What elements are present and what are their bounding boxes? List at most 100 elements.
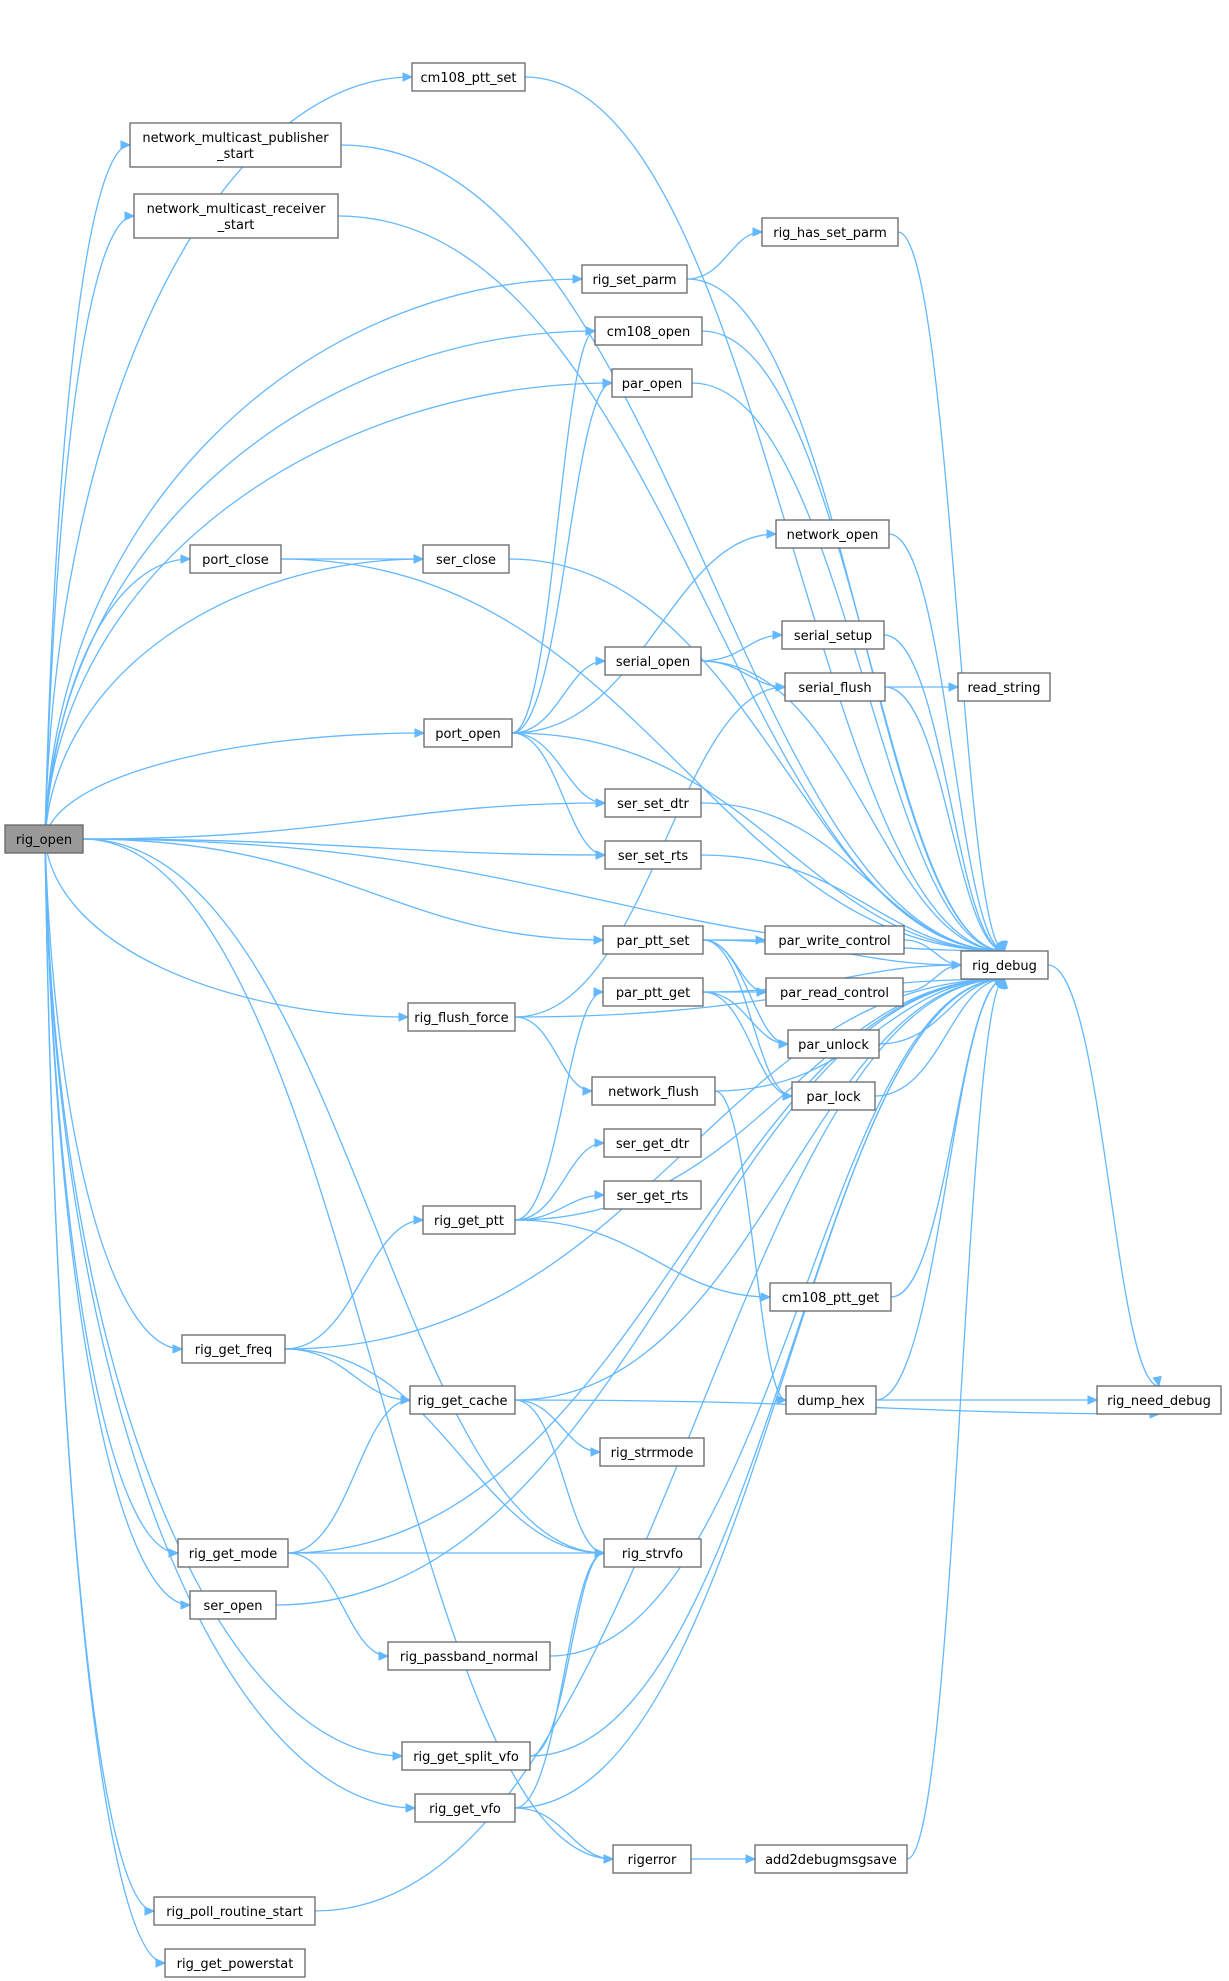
- node-rig-get-powerstat[interactable]: rig_get_powerstat: [164, 1948, 306, 1978]
- node-box[interactable]: [604, 840, 702, 870]
- node-box[interactable]: [387, 1641, 551, 1671]
- edge-rig_get_freq-to-rig_debug: [284, 978, 1005, 1350]
- node-box[interactable]: [1096, 1385, 1222, 1415]
- node-rig-has-set-parm[interactable]: rig_has_set_parm: [761, 217, 899, 247]
- node-box[interactable]: [791, 1081, 876, 1111]
- node-box[interactable]: [604, 646, 702, 676]
- node-box[interactable]: [602, 925, 704, 955]
- node-port-close[interactable]: port_close: [189, 544, 282, 574]
- node-rig-get-vfo[interactable]: rig_get_vfo: [414, 1793, 516, 1823]
- node-box[interactable]: [129, 122, 342, 168]
- node-box[interactable]: [411, 62, 526, 92]
- node-box[interactable]: [409, 1385, 516, 1415]
- node-network-flush[interactable]: network_flush: [591, 1076, 716, 1106]
- node-box[interactable]: [602, 977, 704, 1007]
- node-nmp[interactable]: network_multicast_publisher_start: [129, 122, 342, 168]
- node-ser-set-rts[interactable]: ser_set_rts: [604, 840, 702, 870]
- node-box[interactable]: [787, 1029, 880, 1059]
- node-box[interactable]: [775, 519, 890, 549]
- node-box[interactable]: [591, 1076, 716, 1106]
- node-box[interactable]: [754, 1844, 908, 1874]
- node-rig-need-debug[interactable]: rig_need_debug: [1096, 1385, 1222, 1415]
- edge-par_ptt_get-to-par_lock: [702, 991, 793, 1097]
- edge-rig_flush_force-to-rig_debug: [514, 978, 1005, 1018]
- node-serial-open[interactable]: serial_open: [604, 646, 702, 676]
- arrowhead-serial_setup: [772, 630, 784, 640]
- node-ser-set-dtr[interactable]: ser_set_dtr: [604, 788, 702, 818]
- node-box[interactable]: [164, 1948, 306, 1978]
- node-ser-get-dtr[interactable]: ser_get_dtr: [603, 1128, 702, 1158]
- node-rig-get-cache[interactable]: rig_get_cache: [409, 1385, 516, 1415]
- node-box[interactable]: [960, 950, 1049, 980]
- node-box[interactable]: [414, 1793, 516, 1823]
- node-par-write-control[interactable]: par_write_control: [764, 925, 905, 955]
- node-box[interactable]: [611, 368, 693, 398]
- node-box[interactable]: [765, 977, 904, 1007]
- node-box[interactable]: [423, 718, 513, 748]
- node-rig-strvfo[interactable]: rig_strvfo: [603, 1538, 702, 1568]
- node-rig-get-freq[interactable]: rig_get_freq: [181, 1334, 286, 1364]
- node-label: network_flush: [608, 1085, 699, 1100]
- node-box[interactable]: [189, 1590, 277, 1620]
- node-box[interactable]: [153, 1896, 316, 1926]
- node-rig-poll-routine-start[interactable]: rig_poll_routine_start: [153, 1896, 316, 1926]
- node-par-ptt-set[interactable]: par_ptt_set: [602, 925, 704, 955]
- node-ser-open[interactable]: ser_open: [189, 1590, 277, 1620]
- node-box[interactable]: [599, 1437, 705, 1467]
- node-cm108-open[interactable]: cm108_open: [594, 316, 703, 346]
- node-rig-debug[interactable]: rig_debug: [960, 950, 1049, 980]
- node-box[interactable]: [581, 264, 688, 294]
- node-ser-close[interactable]: ser_close: [422, 544, 510, 574]
- node-rig-open[interactable]: rig_open: [4, 824, 84, 854]
- node-rig-set-parm[interactable]: rig_set_parm: [581, 264, 688, 294]
- node-network-open[interactable]: network_open: [775, 519, 890, 549]
- node-port-open[interactable]: port_open: [423, 718, 513, 748]
- node-box[interactable]: [177, 1538, 289, 1568]
- node-box[interactable]: [407, 1002, 516, 1032]
- node-rig-passband-normal[interactable]: rig_passband_normal: [387, 1641, 551, 1671]
- node-box[interactable]: [785, 1385, 877, 1415]
- node-par-lock[interactable]: par_lock: [791, 1081, 876, 1111]
- node-par-ptt-get[interactable]: par_ptt_get: [602, 977, 704, 1007]
- edge-rig_get_ptt-to-par_ptt_get: [514, 991, 604, 1221]
- node-box[interactable]: [761, 217, 899, 247]
- node-box[interactable]: [422, 1205, 516, 1235]
- node-box[interactable]: [604, 788, 702, 818]
- node-rig-get-ptt[interactable]: rig_get_ptt: [422, 1205, 516, 1235]
- node-rig-flush-force[interactable]: rig_flush_force: [407, 1002, 516, 1032]
- node-box[interactable]: [4, 824, 84, 854]
- node-dump-hex[interactable]: dump_hex: [785, 1385, 877, 1415]
- node-nmr[interactable]: network_multicast_receiver_start: [133, 193, 339, 239]
- node-rig-strrmode[interactable]: rig_strrmode: [599, 1437, 705, 1467]
- node-rig-get-split-vfo[interactable]: rig_get_split_vfo: [401, 1741, 531, 1771]
- node-par-unlock[interactable]: par_unlock: [787, 1029, 880, 1059]
- node-rigerror[interactable]: rigerror: [612, 1844, 692, 1874]
- node-box[interactable]: [603, 1180, 702, 1210]
- node-box[interactable]: [957, 672, 1051, 702]
- node-box[interactable]: [603, 1538, 702, 1568]
- node-cm108-ptt-set[interactable]: cm108_ptt_set: [411, 62, 526, 92]
- node-box[interactable]: [181, 1334, 286, 1364]
- node-box[interactable]: [594, 316, 703, 346]
- node-box[interactable]: [781, 620, 885, 650]
- node-par-open[interactable]: par_open: [611, 368, 693, 398]
- node-box[interactable]: [769, 1282, 892, 1312]
- node-cm108-ptt-get[interactable]: cm108_ptt_get: [769, 1282, 892, 1312]
- node-box[interactable]: [189, 544, 282, 574]
- node-box[interactable]: [784, 672, 886, 702]
- node-serial-setup[interactable]: serial_setup: [781, 620, 885, 650]
- arrowhead-nmr: [124, 211, 136, 221]
- node-box[interactable]: [764, 925, 905, 955]
- node-box[interactable]: [603, 1128, 702, 1158]
- node-add2debugmsgsave[interactable]: add2debugmsgsave: [754, 1844, 908, 1874]
- node-ser-get-rts[interactable]: ser_get_rts: [603, 1180, 702, 1210]
- edge-rig_has_set_parm-to-rig_debug: [897, 231, 1005, 952]
- node-box[interactable]: [612, 1844, 692, 1874]
- node-read-string[interactable]: read_string: [957, 672, 1051, 702]
- node-box[interactable]: [133, 193, 339, 239]
- node-rig-get-mode[interactable]: rig_get_mode: [177, 1538, 289, 1568]
- node-par-read-control[interactable]: par_read_control: [765, 977, 904, 1007]
- node-box[interactable]: [422, 544, 510, 574]
- node-box[interactable]: [401, 1741, 531, 1771]
- node-serial-flush[interactable]: serial_flush: [784, 672, 886, 702]
